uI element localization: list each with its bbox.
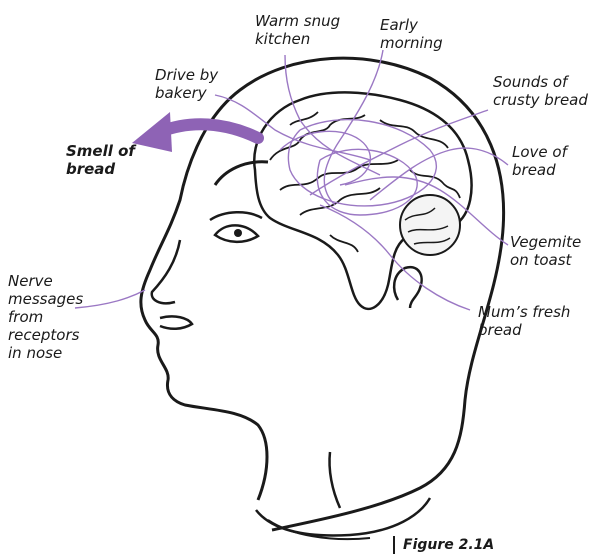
nose <box>152 240 180 303</box>
thread-warm-snug-kitchen <box>285 55 380 175</box>
association-threads <box>75 50 508 310</box>
smell-arrowhead <box>132 112 172 152</box>
label-vegemite-on-toast: Vegemite on toast <box>510 233 581 269</box>
label-mums-fresh-bread: Mum’s fresh bread <box>478 303 570 339</box>
caption-divider <box>393 536 395 554</box>
label-love-of-bread: Love of bread <box>512 143 567 179</box>
label-nerve-messages: Nerve messages from receptors in nose <box>8 272 83 362</box>
figure-caption: Figure 2.1A <box>403 537 494 553</box>
pupil <box>234 229 242 237</box>
hairline <box>215 162 268 185</box>
thread-early-morning <box>324 50 383 205</box>
label-smell-of-bread: Smell of bread <box>66 142 135 178</box>
label-drive-by-bakery: Drive by bakery <box>155 66 218 102</box>
cerebellum <box>400 195 460 255</box>
label-sounds-of-crusty-bread: Sounds of crusty bread <box>493 73 588 109</box>
thread-nerve <box>75 290 145 308</box>
eyebrow <box>210 212 262 220</box>
neck <box>329 452 340 508</box>
lips <box>160 316 192 328</box>
label-warm-snug-kitchen: Warm snug kitchen <box>255 12 340 48</box>
collar <box>256 498 430 536</box>
smell-arrow <box>160 124 258 138</box>
label-early-morning: Early morning <box>380 16 443 52</box>
